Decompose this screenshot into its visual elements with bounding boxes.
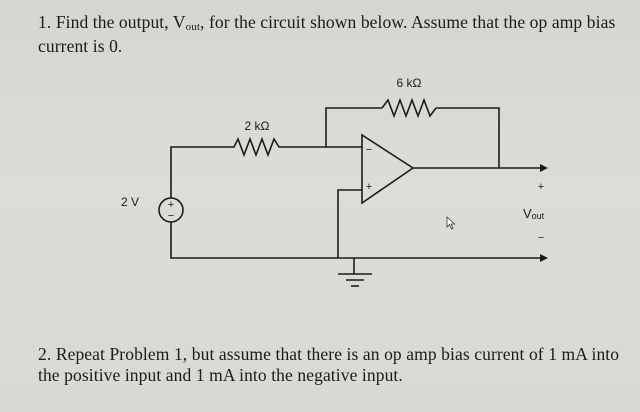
mouse-cursor-icon (446, 216, 456, 230)
output-arrow-top (540, 164, 548, 172)
resistor-6k (381, 97, 437, 119)
resistor-2k (226, 136, 288, 158)
source-minus-label: − (168, 210, 174, 222)
voltage-source-circle (158, 197, 184, 223)
problem-1-text: 1. Find the output, Vout, for the circui… (38, 12, 628, 57)
wire-feedback-right (436, 107, 500, 168)
wire-source-top (170, 146, 226, 198)
vout-label-main: V (523, 206, 532, 221)
resistor-6k-label: 6 kΩ (397, 76, 422, 90)
source-voltage-label: 2 V (121, 195, 139, 209)
vout-label-sub: out (532, 211, 545, 221)
opamp-triangle (361, 133, 415, 205)
problem-2-body: Repeat Problem 1, but assume that there … (38, 344, 620, 385)
wire-feedback-left (325, 107, 382, 147)
resistor-2k-label: 2 kΩ (245, 119, 270, 133)
opamp-noninverting-label: + (366, 181, 372, 193)
opamp-inverting-label: − (366, 144, 372, 156)
problem-2-text: 2. Repeat Problem 1, but assume that the… (38, 344, 634, 386)
vout-minus-label: − (538, 232, 544, 244)
wire-noninverting (337, 189, 362, 258)
problem-1-text-a: Find the output, V (55, 12, 186, 32)
vout-label: Vout (523, 206, 545, 221)
wire-source-bottom (170, 222, 542, 259)
vout-plus-label: + (538, 181, 544, 193)
source-plus-label: + (168, 199, 174, 211)
problem-1-number: 1. (38, 12, 52, 32)
problem-1-vout-subscript: out (185, 21, 200, 33)
output-arrow-bottom (540, 254, 548, 262)
problem-1-text-b: , for the circuit shown below. Assume th… (38, 12, 616, 56)
problem-2-number: 2. (38, 344, 52, 364)
